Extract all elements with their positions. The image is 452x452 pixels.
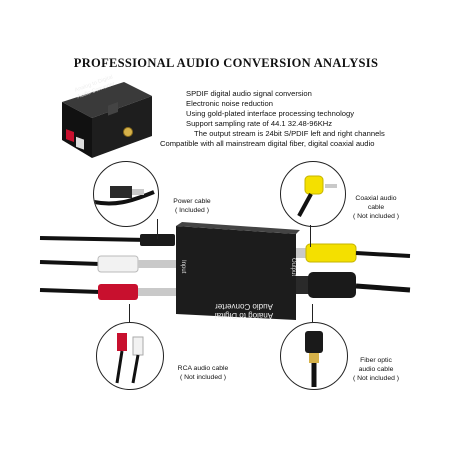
device-label-2: Audio Converter	[215, 302, 273, 311]
device-label-1: Analog to Digital	[214, 311, 274, 320]
fiber-plug-icon	[305, 331, 323, 387]
coaxial-plug-icon	[297, 175, 337, 217]
feature-6: Compatible with all mainstream digital f…	[160, 139, 375, 148]
power-cable-status: ( Included )	[174, 207, 209, 214]
product-photo: Analog to Digital Audio Converter	[52, 74, 162, 164]
fiber-connector-line	[312, 304, 313, 322]
coaxial-connector-line	[310, 225, 311, 247]
input-port-label: Input	[180, 260, 186, 274]
fiber-cable-caption: Fiber optic audio cable ( Not included )	[346, 356, 406, 383]
rca-connector-line	[129, 304, 130, 322]
output-port-label: Output	[290, 258, 296, 277]
coaxial-circle	[280, 161, 346, 227]
feature-1: SPDIF digital audio signal conversion	[186, 89, 312, 98]
rca-cable-status: ( Not included )	[179, 374, 227, 381]
main-diagram: Input Output Analog to Digital Audio Con…	[0, 210, 452, 330]
fiber-cable-label-2: audio cable	[358, 366, 394, 373]
feature-4: Support sampling rate of 44.1 32.48-96KH…	[186, 119, 333, 128]
coaxial-cable-label: Coaxial audio	[355, 195, 397, 202]
power-cable-label: Power cable	[173, 198, 211, 205]
power-plug-icon	[94, 186, 155, 206]
coaxial-cable-caption: Coaxial audio cable ( Not included )	[346, 194, 406, 221]
feature-2: Electronic noise reduction	[186, 99, 273, 108]
feature-5: The output stream is 24bit S/PDIF left a…	[194, 129, 385, 138]
power-cable-connector-line	[157, 219, 158, 239]
feature-3: Using gold-plated interface processing t…	[186, 109, 355, 118]
page-title: PROFESSIONAL AUDIO CONVERSION ANALYSIS	[73, 56, 379, 70]
coaxial-cable-label-2: cable	[367, 204, 385, 211]
fiber-cable-label: Fiber optic	[360, 357, 392, 364]
fiber-cable-status: ( Not included )	[352, 375, 400, 382]
rca-plug-icon	[115, 333, 144, 384]
power-plug-circle	[93, 161, 159, 227]
power-cable-caption: Power cable ( Included )	[162, 197, 222, 215]
rca-cable-label: RCA audio cable	[177, 365, 229, 372]
fiber-circle	[280, 322, 348, 390]
rca-circle	[96, 322, 164, 390]
coaxial-cable-status: ( Not included )	[352, 213, 400, 220]
rca-cable-caption: RCA audio cable ( Not included )	[168, 364, 238, 382]
